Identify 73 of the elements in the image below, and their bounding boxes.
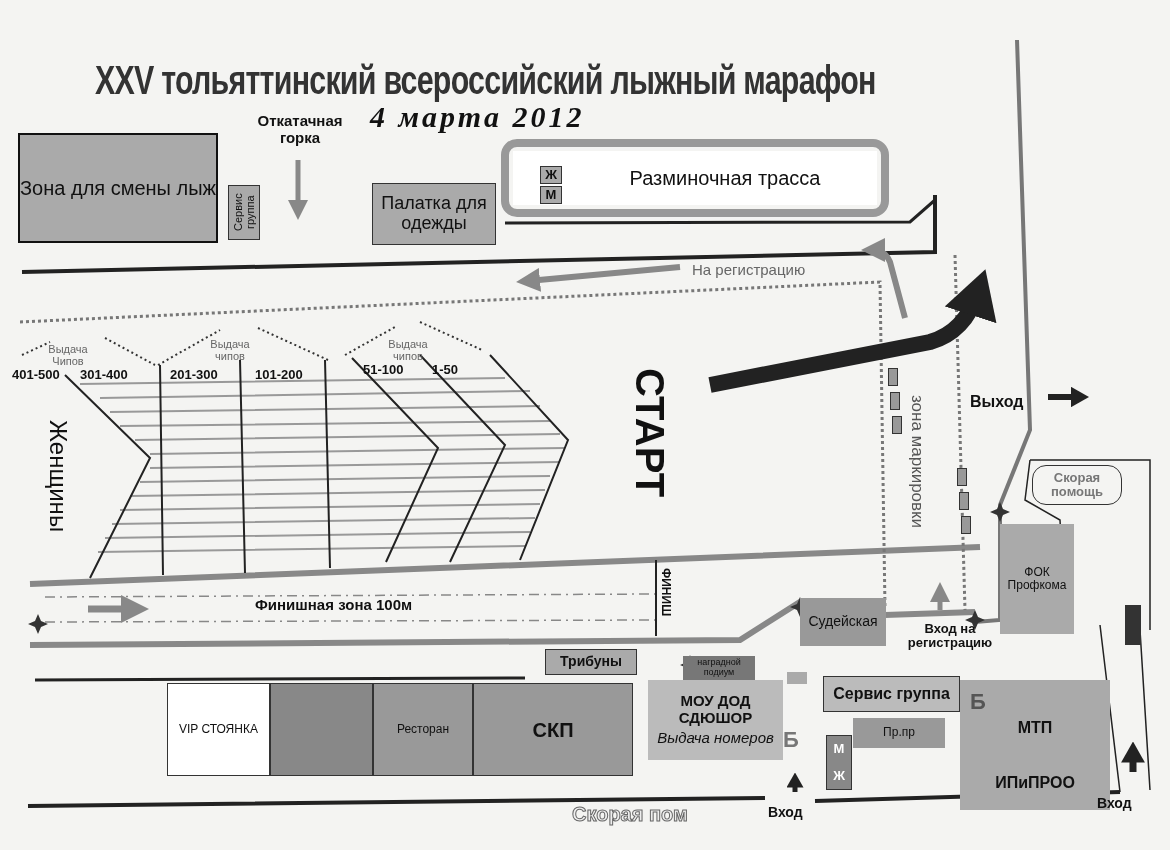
area-label: Сервис группа <box>231 192 257 234</box>
direction-label: На регистрацию <box>692 262 806 279</box>
marking-table <box>957 468 967 486</box>
entrance-label: Вход <box>1097 796 1132 812</box>
building-box <box>373 683 473 776</box>
start-label: СТАРТ <box>628 368 672 498</box>
parking-box <box>167 683 270 776</box>
building-box <box>1000 524 1074 634</box>
area-label: наградной подиум <box>696 658 742 678</box>
bib-range: 401-500 <box>12 368 60 383</box>
area-label: МОУ ДОД СДЮШОР <box>677 693 754 727</box>
bib-range: 301-400 <box>80 368 128 383</box>
first-aid-area <box>1032 465 1122 505</box>
bib-range: 1-50 <box>432 363 459 378</box>
area-sublabel: ИПиПРОО <box>995 773 1075 792</box>
marking-table <box>961 516 971 534</box>
marker-letter: Б <box>970 690 986 715</box>
area-label: МТП <box>1017 718 1053 737</box>
toilet-box <box>826 735 852 790</box>
area-label: ФОК Профкома <box>1006 565 1068 593</box>
bib-range: 201-300 <box>170 368 218 383</box>
area-sublabel: Выдача номеров <box>657 730 774 747</box>
area-sublabel: Ж <box>833 768 845 783</box>
zone-label: зона маркировки <box>907 395 926 529</box>
exit-label: Выход <box>970 393 1024 411</box>
chip-label: Выдача чипов <box>209 338 251 363</box>
area-label: Зона для смены лыж <box>20 177 216 199</box>
marking-table <box>888 368 898 386</box>
service-box <box>823 676 960 712</box>
marking-table <box>890 392 900 410</box>
area-label: Сервис группа <box>833 685 950 703</box>
area-label: Скорая помощь <box>1050 470 1104 500</box>
zone-label: Финишная зона 100м <box>255 597 413 614</box>
tent-box <box>372 183 496 245</box>
area-label: Пр.пр <box>883 726 915 740</box>
area-label: Ж <box>545 167 557 183</box>
area-label: Судейская <box>808 614 878 630</box>
entrance-label: Вход на регистрацию <box>906 622 994 651</box>
gate-bar <box>1125 605 1141 645</box>
stands-box <box>545 649 637 675</box>
area-label: Разминочная трасса <box>629 167 821 189</box>
toilet-box <box>540 166 562 184</box>
area-label: Трибуны <box>560 654 622 670</box>
building-box <box>648 680 783 760</box>
chip-label: Выдача чипов <box>387 338 429 363</box>
road-label: Скорая пом <box>572 803 688 825</box>
title: XXV тольяттинский всероссийский лыжный марафон <box>95 58 876 102</box>
building-box <box>270 683 373 776</box>
marking-table <box>959 492 969 510</box>
area-label: М <box>833 742 845 757</box>
place-label: Откатачная горка <box>256 113 344 146</box>
zone-box <box>18 133 218 243</box>
toilet-box <box>540 186 562 204</box>
entrance-label: Вход <box>768 805 803 821</box>
podium-box <box>683 656 755 680</box>
group-label: Женщины <box>45 420 72 533</box>
small-box <box>787 672 807 684</box>
building-box <box>853 718 945 748</box>
marker-letter: Б <box>783 728 799 753</box>
area-label: Палатка для одежды <box>380 194 488 234</box>
bib-range: 51-100 <box>363 363 404 378</box>
area-label: VIP СТОЯНКА <box>179 722 258 737</box>
chip-label: Выдача Чипов <box>47 343 89 368</box>
judges-box <box>800 598 886 646</box>
area-label: Ресторан <box>396 722 450 737</box>
finish-label: ФИНИШ <box>659 568 673 617</box>
area-label: СКП <box>532 718 574 741</box>
bib-range: 101-200 <box>255 368 303 383</box>
marking-table <box>892 416 902 434</box>
service-box <box>228 185 260 240</box>
area-label: М <box>545 187 557 203</box>
warm-up-track <box>513 151 877 205</box>
building-box <box>473 683 633 776</box>
